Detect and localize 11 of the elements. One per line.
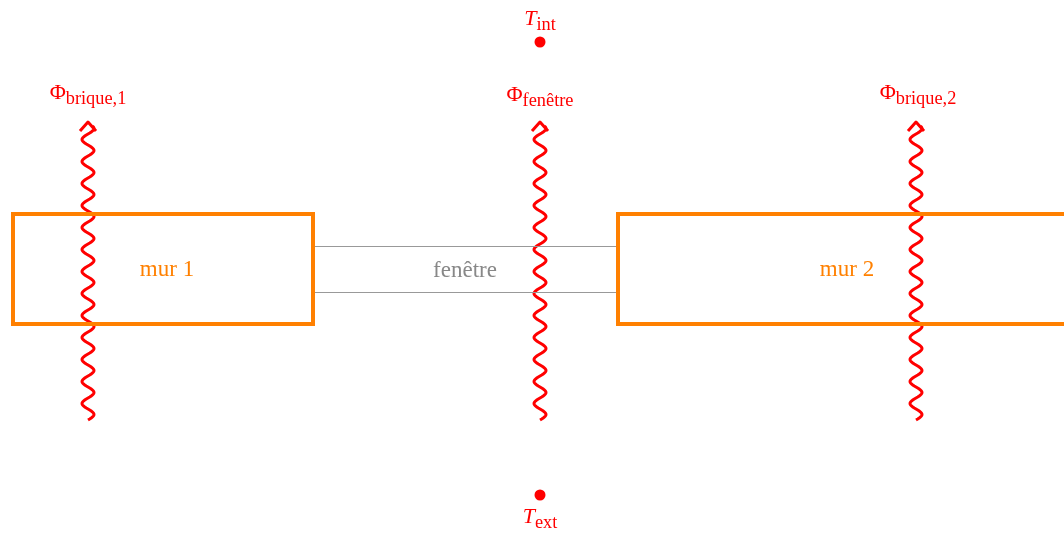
flux-label: Φ$_{brique,1}$ bbox=[49, 78, 127, 110]
wall-box bbox=[11, 212, 315, 326]
wall-box bbox=[616, 212, 1064, 326]
window-label: fenêtre bbox=[433, 256, 497, 283]
flux-label: Φ$_{fenêtre}$ bbox=[506, 80, 574, 112]
wall-label: mur 2 bbox=[819, 256, 875, 282]
temperature-label: T$_{ext}$ bbox=[522, 502, 558, 533]
flux-label: Φ$_{brique,2}$ bbox=[879, 78, 957, 110]
temperature-label: T$_{int}$ bbox=[524, 4, 556, 36]
window-band bbox=[315, 246, 616, 293]
wall-label: mur 1 bbox=[139, 256, 195, 282]
